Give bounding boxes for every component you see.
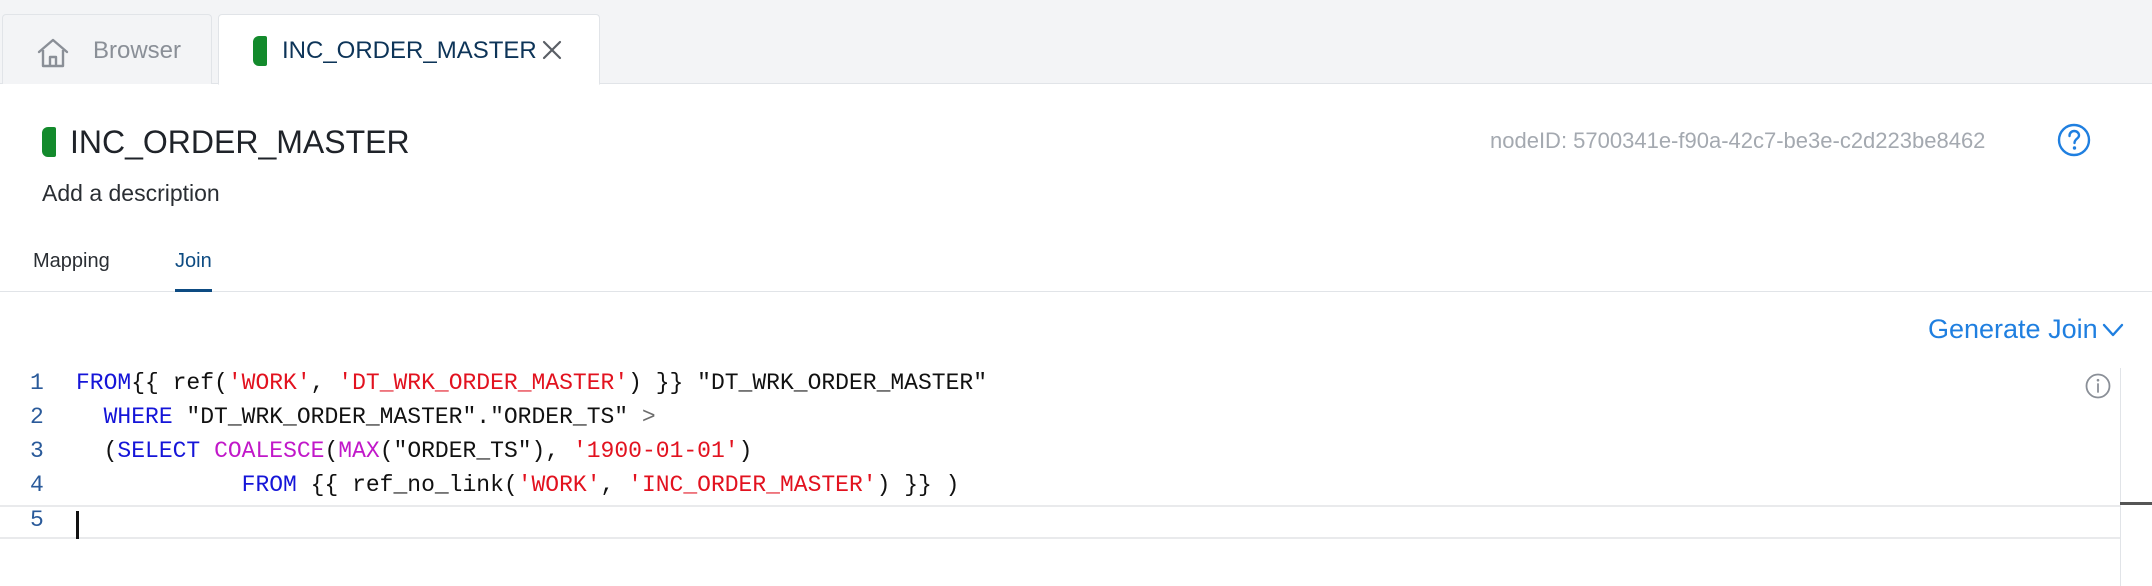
code-token: '1900-01-01'	[572, 438, 739, 464]
code-token	[76, 472, 242, 498]
description-field[interactable]: Add a description	[42, 180, 220, 206]
info-icon[interactable]	[2084, 372, 2112, 400]
code-line[interactable]: 1 FROM{{ ref('WORK', 'DT_WRK_ORDER_MASTER…	[0, 370, 2120, 404]
line-number: 1	[30, 370, 44, 396]
code-token: COALESCE	[214, 438, 325, 464]
code-token: ("ORDER_TS"),	[379, 438, 573, 464]
code-token: FROM	[76, 370, 132, 396]
code-token: ,	[600, 472, 629, 498]
code-token: {{ ref(	[131, 370, 228, 396]
code-token: MAX	[338, 438, 380, 464]
code-token: {{ ref_no_link(	[296, 472, 518, 498]
line-number: 2	[30, 404, 44, 430]
editor-scrollbar[interactable]	[2120, 368, 2152, 586]
code-token	[76, 404, 104, 430]
code-token	[200, 438, 214, 464]
help-icon[interactable]	[2056, 122, 2092, 158]
code-token: 'INC_ORDER_MASTER'	[628, 472, 877, 498]
tab-browser[interactable]: Browser	[2, 14, 212, 84]
chevron-down-icon	[2102, 323, 2123, 336]
code-token: ) }} "DT_WRK_ORDER_MASTER"	[628, 370, 987, 396]
code-text: (SELECT COALESCE(MAX("ORDER_TS"), '1900-…	[76, 438, 753, 464]
code-token: FROM	[241, 472, 297, 498]
code-token: SELECT	[117, 438, 201, 464]
line-number: 5	[30, 507, 44, 533]
code-text: FROM{{ ref('WORK', 'DT_WRK_ORDER_MASTER'…	[76, 370, 987, 396]
node-subtabs: Mapping Join	[0, 246, 2152, 292]
tab-inc-order-master[interactable]: INC_ORDER_MASTER	[218, 14, 600, 85]
line-number: 4	[30, 472, 44, 498]
code-token: 'WORK'	[517, 472, 601, 498]
node-id-label: nodeID: 5700341e-f90a-42c7-be3e-c2d223be…	[1490, 128, 1986, 153]
code-line[interactable]: 2 WHERE "DT_WRK_ORDER_MASTER"."ORDER_TS"…	[0, 404, 2120, 438]
tab-browser-label: Browser	[93, 37, 182, 64]
code-token: ) }} )	[876, 472, 960, 498]
code-line[interactable]: 5	[0, 505, 2120, 539]
text-cursor	[76, 511, 79, 539]
code-token: "DT_WRK_ORDER_MASTER"."ORDER_TS"	[172, 404, 642, 430]
code-token: 'WORK'	[227, 370, 311, 396]
code-line[interactable]: 3 (SELECT COALESCE(MAX("ORDER_TS"), '190…	[0, 438, 2120, 472]
tab-mapping[interactable]: Mapping	[33, 250, 110, 272]
scrollbar-cursor-marker	[2120, 502, 2152, 505]
tab-active-label: INC_ORDER_MASTER	[282, 37, 537, 64]
close-icon[interactable]	[537, 35, 567, 65]
page-title: INC_ORDER_MASTER	[70, 124, 410, 160]
node-status-indicator	[42, 127, 56, 157]
code-token: ,	[310, 370, 339, 396]
generate-join-label: Generate Join	[1928, 314, 2098, 344]
code-token: )	[738, 438, 753, 464]
code-token: WHERE	[103, 404, 173, 430]
code-token: 'DT_WRK_ORDER_MASTER'	[338, 370, 629, 396]
home-icon	[37, 38, 69, 68]
code-token: >	[641, 404, 656, 430]
code-token: (	[76, 438, 118, 464]
code-token: (	[324, 438, 339, 464]
code-text: WHERE "DT_WRK_ORDER_MASTER"."ORDER_TS" >	[76, 404, 656, 430]
node-status-indicator	[253, 36, 267, 66]
code-text: FROM {{ ref_no_link('WORK', 'INC_ORDER_M…	[76, 472, 960, 498]
tab-bar: Browser INC_ORDER_MASTER	[0, 0, 2152, 85]
code-line[interactable]: 4 FROM {{ ref_no_link('WORK', 'INC_ORDER…	[0, 472, 2120, 506]
tab-join[interactable]: Join	[175, 250, 212, 292]
line-number: 3	[30, 438, 44, 464]
generate-join-button[interactable]: Generate Join	[1928, 314, 2126, 345]
